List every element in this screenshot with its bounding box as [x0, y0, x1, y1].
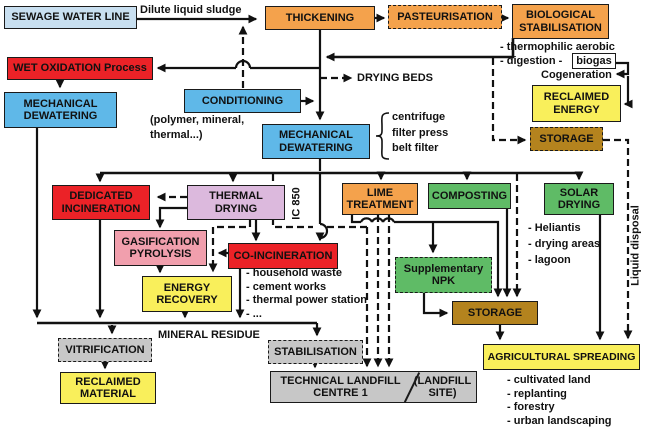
node-biological-stabilisation: BIOLOGICAL STABILISATION: [512, 4, 609, 39]
label-coincineration-list: - household waste - cement works - therm…: [246, 267, 368, 320]
node-reclaimed-energy: RECLAIMED ENERGY: [532, 85, 621, 122]
node-energy-recovery: ENERGY RECOVERY: [142, 276, 232, 312]
label-thermophilic-aerobic: - thermophilic aerobic: [500, 41, 615, 53]
method-filter-press: filter press: [392, 126, 449, 139]
node-storage-bottom: STORAGE: [452, 301, 538, 325]
label-digestion: - digestion -: [500, 55, 563, 67]
label-mineral-residue: MINERAL RESIDUE: [158, 329, 260, 341]
node-gasification-pyrolysis: GASIFICATION PYROLYSIS: [114, 230, 207, 266]
landfill-label-left: TECHNICAL LANDFILL CENTRE 1: [280, 374, 401, 400]
node-sewage-water-line: SEWAGE WATER LINE: [4, 6, 137, 29]
node-supplementary-npk: Supplementary NPK: [395, 257, 492, 293]
node-co-incineration: CO-INCINERATION: [228, 243, 338, 269]
label-solar-list: - Heliantis - drying areas - lagoon: [528, 222, 601, 266]
brace-glyph: [375, 112, 390, 160]
label-dilute-liquid-sludge: Dilute liquid sludge: [140, 4, 242, 16]
node-thickening: THICKENING: [265, 6, 375, 30]
node-dedicated-incineration: DEDICATED INCINERATION: [52, 185, 150, 220]
node-conditioning: CONDITIONING: [184, 89, 301, 113]
node-composting: COMPOSTING: [428, 183, 511, 209]
landfill-label-right: (LANDFILL SITE): [413, 374, 472, 400]
node-agricultural-spreading: AGRICULTURAL SPREADING: [483, 344, 640, 370]
method-centrifuge: centrifuge: [392, 111, 446, 123]
node-pasteurisation: PASTEURISATION: [388, 5, 502, 29]
node-technical-landfill: TECHNICAL LANDFILL CENTRE 1 (LANDFILL SI…: [270, 371, 477, 403]
label-dewatering-methods: centrifuge filter press belt filter: [392, 110, 448, 157]
label-conditioning-note: (polymer, mineral, thermal...): [150, 114, 245, 141]
node-stabilisation: STABILISATION: [268, 340, 363, 364]
node-mechanical-dewatering-center: MECHANICAL DEWATERING: [262, 124, 370, 159]
node-storage-top: STORAGE: [530, 127, 603, 151]
label-drying-beds: DRYING BEDS: [357, 72, 433, 84]
node-solar-drying: SOLAR DRYING: [544, 183, 614, 215]
label-liquid-disposal: Liquid disposal: [629, 205, 642, 286]
node-biogas: biogas: [572, 53, 616, 69]
node-lime-treatment: LIME TREATMENT: [342, 183, 418, 215]
method-belt-filter: belt filter: [392, 142, 439, 154]
node-vitrification: VITRIFICATION: [58, 338, 152, 362]
label-cogeneration: Cogeneration: [541, 69, 612, 81]
node-reclaimed-material: RECLAIMED MATERIAL: [60, 372, 156, 404]
node-wet-oxidation: WET OXIDATION Process: [7, 57, 153, 80]
node-thermal-drying: THERMAL DRYING: [187, 185, 285, 220]
label-agricultural-list: - cultivated land - replanting - forestr…: [507, 374, 612, 427]
label-ic-850: IC 850: [290, 187, 303, 220]
node-mechanical-dewatering-left: MECHANICAL DEWATERING: [4, 92, 117, 128]
